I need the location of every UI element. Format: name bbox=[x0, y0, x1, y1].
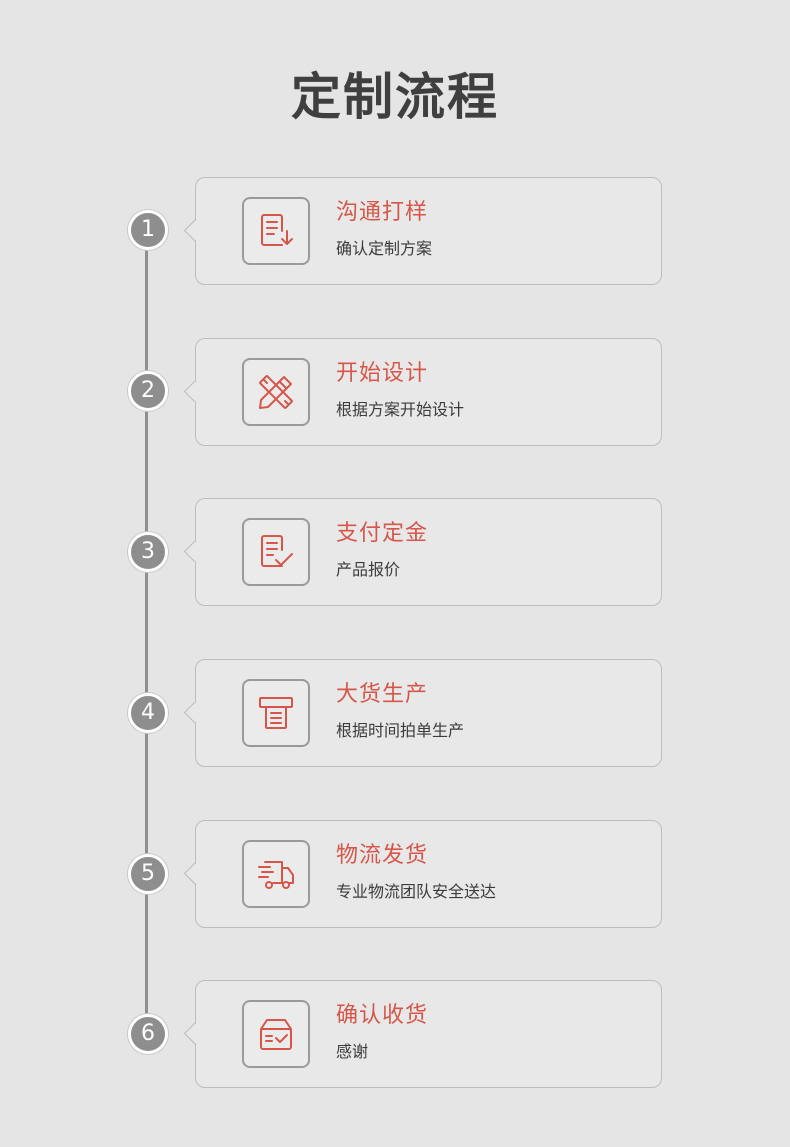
step-number-badge: 2 bbox=[128, 371, 168, 411]
step-number-badge: 6 bbox=[128, 1014, 168, 1054]
step-title: 大货生产 bbox=[336, 682, 429, 707]
step-description: 专业物流团队安全送达 bbox=[336, 882, 497, 901]
step-card-3: 支付定金 产品报价 bbox=[183, 498, 662, 606]
delivery-truck-icon bbox=[242, 840, 310, 908]
document-check-icon bbox=[242, 518, 310, 586]
step-number-badge: 3 bbox=[128, 532, 168, 572]
step-card-1: 沟通打样 确认定制方案 bbox=[183, 177, 662, 285]
step-title: 支付定金 bbox=[336, 521, 429, 546]
step-card-4: 大货生产 根据时间拍单生产 bbox=[183, 659, 662, 767]
page-title: 定制流程 bbox=[291, 68, 499, 126]
step-description: 产品报价 bbox=[336, 560, 401, 579]
step-title: 开始设计 bbox=[336, 361, 429, 386]
step-card-2: 开始设计 根据方案开始设计 bbox=[183, 338, 662, 446]
timeline-line bbox=[145, 228, 148, 1034]
step-card-5: 物流发货 专业物流团队安全送达 bbox=[183, 820, 662, 928]
step-title: 确认收货 bbox=[336, 1003, 429, 1028]
step-title: 物流发货 bbox=[336, 843, 429, 868]
step-description: 感谢 bbox=[336, 1042, 369, 1061]
step-number-badge: 5 bbox=[128, 854, 168, 894]
document-download-icon bbox=[242, 197, 310, 265]
step-card-6: 确认收货 感谢 bbox=[183, 980, 662, 1088]
printer-icon bbox=[242, 679, 310, 747]
box-check-icon bbox=[242, 1000, 310, 1068]
step-title: 沟通打样 bbox=[336, 200, 429, 225]
step-number-badge: 1 bbox=[128, 210, 168, 250]
ruler-pencil-icon bbox=[242, 358, 310, 426]
step-description: 根据时间拍单生产 bbox=[336, 721, 465, 740]
step-number-badge: 4 bbox=[128, 693, 168, 733]
step-description: 确认定制方案 bbox=[336, 239, 433, 258]
step-description: 根据方案开始设计 bbox=[336, 400, 465, 419]
